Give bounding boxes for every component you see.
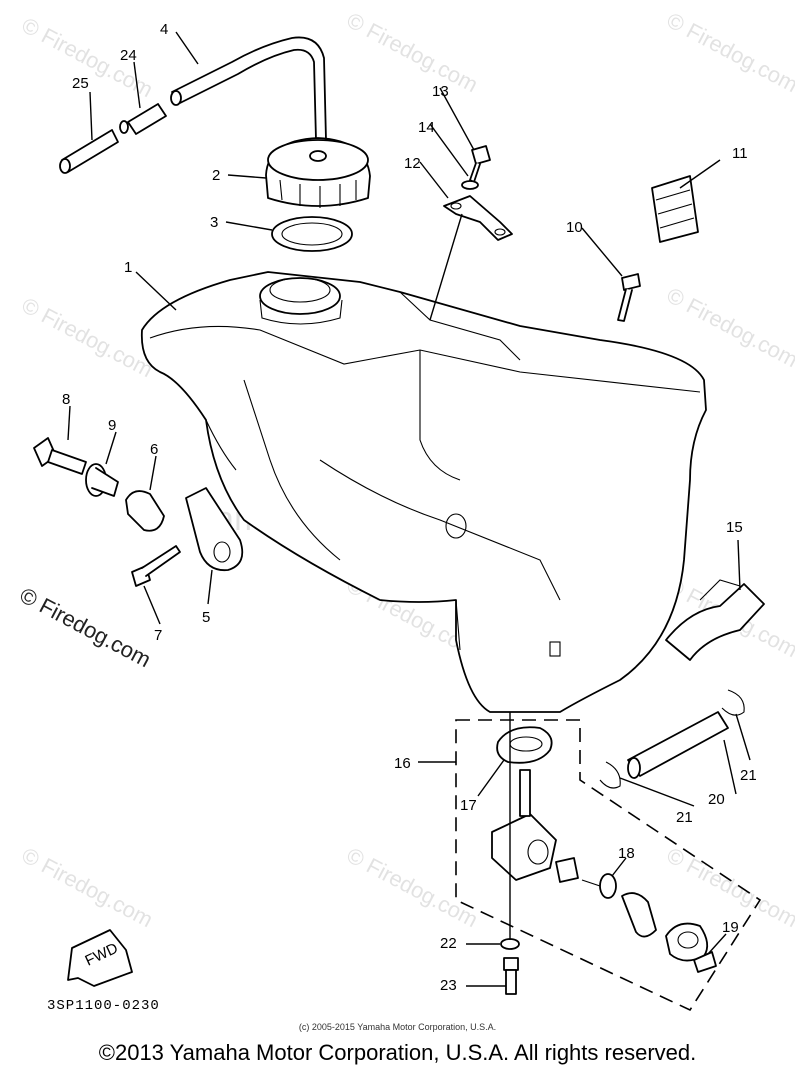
- watermark-text: © Firedog.com: [343, 842, 482, 932]
- watermark-text: © Firedog.com: [18, 842, 157, 932]
- watermark-text: © Firedog.com: [18, 292, 157, 382]
- part-17-gasket: [496, 726, 553, 764]
- fwd-arrow-icon: FWD: [67, 929, 133, 987]
- part-11-clip: [651, 175, 699, 243]
- part-24-fitting: [119, 103, 167, 135]
- part-2-fuel-cap: [265, 137, 371, 208]
- callout-labels: 4 24 25 2 3 1 13 14 12 11 10 8 9 6 5 7 1…: [62, 21, 757, 994]
- callout-19: 19: [722, 919, 739, 936]
- callout-20: 20: [708, 791, 725, 808]
- callout-21: 21: [740, 767, 757, 784]
- part-21-clip: [721, 689, 745, 716]
- fuel-cock-body: [491, 769, 557, 881]
- footer-copyright: ©2013 Yamaha Motor Corporation, U.S.A. A…: [98, 1040, 697, 1065]
- part-21-clip: [599, 761, 621, 789]
- part-12-bracket: [443, 195, 513, 241]
- part-9-collar: [85, 463, 119, 497]
- part-7-bolt: [131, 545, 181, 587]
- callout-14: 14: [418, 119, 435, 136]
- callout-16: 16: [394, 755, 411, 772]
- part-19-plate: [665, 922, 717, 973]
- small-copyright: (c) 2005-2015 Yamaha Motor Corporation, …: [298, 1022, 497, 1032]
- callout-12: 12: [404, 155, 421, 172]
- callout-18: 18: [618, 845, 635, 862]
- callout-23: 23: [440, 977, 457, 994]
- part-6-damper: [125, 490, 165, 532]
- part-5-bracket: [185, 487, 244, 572]
- callout-2: 2: [212, 167, 220, 184]
- callout-15: 15: [726, 519, 743, 536]
- watermark-text: © Firedog.com: [663, 282, 795, 372]
- callout-22: 22: [440, 935, 457, 952]
- watermark-left: © Firedog.com: [16, 582, 155, 672]
- callout-10: 10: [566, 219, 583, 236]
- part-23-bolt: [503, 957, 519, 995]
- part-1-fuel-tank: [140, 271, 707, 713]
- callout-4: 4: [160, 21, 168, 38]
- callout-11: 11: [732, 145, 748, 162]
- callout-8: 8: [62, 391, 70, 408]
- callout-5: 5: [202, 609, 210, 626]
- part-8-bolt: [33, 437, 87, 475]
- part-16-fuel-cock-group: [455, 719, 762, 1012]
- callout-17: 17: [460, 797, 477, 814]
- part-3-gasket: [271, 216, 353, 252]
- callout-6: 6: [150, 441, 158, 458]
- part-25-hose: [59, 129, 119, 174]
- part-10-screw: [617, 273, 641, 322]
- part-14-washer: [461, 180, 479, 190]
- leader-lines: [67, 31, 751, 987]
- callout-21: 21: [676, 809, 693, 826]
- callout-13: 13: [432, 83, 449, 100]
- part-18-o-ring: [555, 857, 657, 938]
- watermark-text: © Firedog.com: [663, 7, 795, 97]
- watermark-text: © Firedog.com: [343, 7, 482, 97]
- part-13-bolt: [469, 145, 491, 183]
- diagram-code: 3SP1100-0230: [47, 998, 160, 1014]
- callout-9: 9: [108, 417, 116, 434]
- part-4-breather-hose: [170, 36, 327, 141]
- part-15-protector: [665, 579, 765, 661]
- callout-24: 24: [120, 47, 137, 64]
- callout-1: 1: [124, 259, 132, 276]
- part-22-washer: [500, 938, 520, 950]
- callout-3: 3: [210, 214, 218, 231]
- part-20-pipe: [627, 711, 729, 779]
- callout-25: 25: [72, 75, 89, 92]
- callout-7: 7: [154, 627, 162, 644]
